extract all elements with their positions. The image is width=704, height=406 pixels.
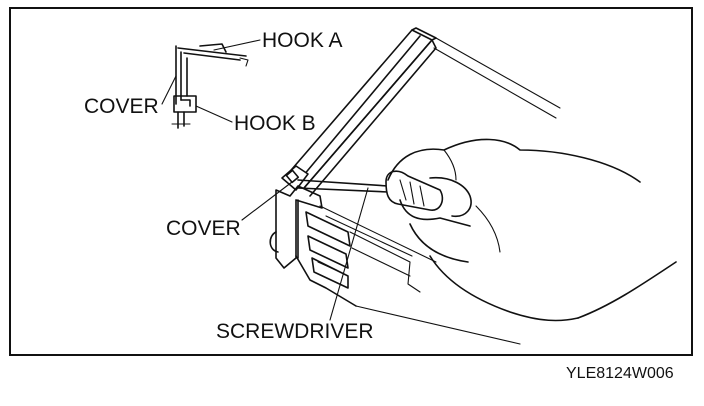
hook-a-leader [213,39,261,51]
hook-a-label: HOOK A [262,29,343,52]
cover-strip-illustration [285,27,561,197]
cover-detail-label: COVER [84,95,159,118]
figure-code: YLE8124W006 [566,365,674,382]
figure-frame [9,7,693,356]
hook-b-label: HOOK B [234,112,316,135]
screwdriver-leader [329,187,369,321]
screwdriver-illustration [297,170,444,211]
housing-illustration [269,185,521,345]
hook-b-leader [195,105,233,123]
hand-illustration [387,138,677,322]
hook-detail-illustration [171,43,249,129]
cover-detail-leader [161,75,177,105]
cover-clip-illustration [281,165,309,191]
cover-main-label: COVER [166,217,241,240]
cover-main-leader [241,181,293,221]
screwdriver-label: SCREWDRIVER [216,320,374,343]
